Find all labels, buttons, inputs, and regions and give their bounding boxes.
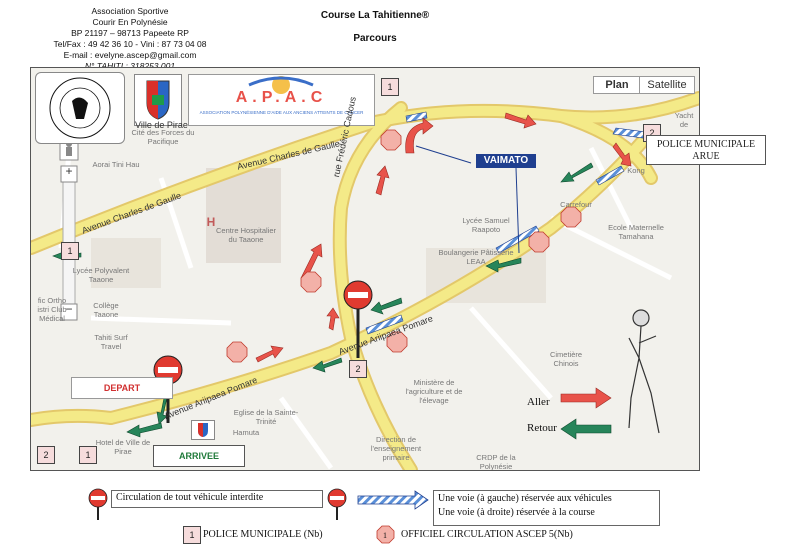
- officiel-octagon: [560, 206, 582, 228]
- place-label: fic Ortho istri Club Médical: [37, 296, 67, 323]
- officiel-octagon: [300, 271, 322, 293]
- page-title: Course La Tahitienne®: [320, 10, 430, 21]
- place-label: Ecole Maternelle Tamahana: [608, 223, 664, 241]
- place-label: Cité des Forces du Pacifique: [131, 128, 195, 146]
- page-subtitle: Parcours: [353, 33, 397, 44]
- green-arrow: [485, 257, 522, 273]
- curved-red-arrow: [405, 117, 434, 154]
- assoc-line: E-mail : evelyne.ascep@gmail.com: [63, 50, 197, 60]
- place-label: Lycée Polyvalent Taaone: [72, 266, 130, 284]
- place-label: Lycée Samuel Raapoto: [462, 216, 510, 234]
- vaimato-pointers: [415, 145, 520, 254]
- police-arue-label: POLICE MUNICIPALE ARUE: [656, 139, 756, 162]
- place-label: Kong: [627, 166, 645, 175]
- green-arrow: [560, 162, 594, 183]
- pirae-mini-shield-icon: [198, 423, 208, 437]
- place-label: Direction de l'enseignement primaire: [370, 435, 422, 462]
- red-arrow: [375, 165, 390, 196]
- place-label: Tahiti Surf Travel: [94, 333, 128, 351]
- pirae-label: Ville de Pirae: [135, 120, 188, 130]
- legend-police: POLICE MUNICIPALE (Nb): [203, 529, 323, 540]
- place-label: Boulangerie Pâtisserie LEAA: [438, 248, 514, 266]
- no-entry-legend-icon: [327, 488, 347, 520]
- green-arrow: [370, 297, 403, 315]
- police-badge: 1: [381, 78, 399, 96]
- place-label: Carrefour: [560, 200, 592, 209]
- place-label: Aorai Tini Hau: [92, 160, 140, 169]
- place-label: CRDP de la Polynésie française: [476, 453, 516, 471]
- aller-label: Aller: [527, 396, 550, 408]
- reserved-lanes: [365, 111, 647, 335]
- assoc-line: BP 21197 – 98713 Papeete RP: [71, 28, 189, 38]
- apac-caption: ASSOCIATION POLYNÉSIENNE D'AIDE AUX ANCI…: [199, 110, 364, 115]
- vaimato-label: VAIMATO: [476, 154, 536, 168]
- place-label: Hotel de Ville de Pirae: [95, 438, 151, 456]
- block: [91, 238, 161, 288]
- legend-police-badge: 1: [183, 526, 201, 544]
- zoom-in-button[interactable]: +: [65, 164, 73, 178]
- association-header: Association Sportive Courir En Polynésie…: [40, 6, 220, 72]
- police-badge: 2: [349, 360, 367, 378]
- assoc-line: Tel/Fax : 49 42 36 10 - Vini : 87 73 04 …: [53, 39, 207, 49]
- ascep-logo: [35, 72, 125, 144]
- aller-arrows: [255, 112, 632, 363]
- retour-label: Retour: [527, 422, 557, 434]
- apac-sun-icon: [248, 76, 314, 94]
- apac-title: A.P.A.C: [235, 89, 328, 106]
- green-arrow: [312, 357, 343, 373]
- red-arrow: [504, 112, 537, 129]
- arrivee-label: ARRIVEE: [153, 445, 245, 467]
- officiel-octagon: [226, 341, 248, 363]
- reserved-lane-legend-icon: [357, 490, 429, 510]
- legend-no-entry: Circulation de tout véhicule interdite: [116, 492, 264, 503]
- green-arrow: [126, 422, 163, 438]
- legend-officiel: OFFICIEL CIRCULATION ASCEP 5(Nb): [401, 529, 573, 540]
- pirae-mini-logo: [191, 420, 215, 440]
- assoc-line: Courir En Polynésie: [92, 17, 168, 27]
- police-badge: 1: [79, 446, 97, 464]
- red-arrow: [255, 345, 284, 363]
- pirae-shield-icon: [146, 80, 170, 120]
- officiel-octagon: [528, 231, 550, 253]
- police-arue-box: POLICE MUNICIPALE ARUE: [646, 135, 766, 165]
- place-label: Yacht de: [674, 111, 694, 129]
- place-label: Ministère de l'agriculture et de l'éleva…: [405, 378, 463, 405]
- place-label: Eglise de la Sainte-Trinité: [233, 408, 299, 426]
- runner-illustration: [628, 309, 660, 434]
- place-label: Cimetière Chinois: [549, 350, 583, 368]
- legend-lane-line2: Une voie (à droite) réservée à la course: [438, 507, 595, 518]
- retour-legend-arrow: [560, 418, 612, 440]
- place-label: Collège Taaone: [93, 301, 119, 319]
- place-label: Hamuta: [232, 428, 260, 437]
- ascep-logo-art: [49, 77, 111, 139]
- assoc-line: N° TAHITI : 318253.001: [84, 61, 176, 71]
- map-type-satellite[interactable]: Satellite: [639, 76, 695, 94]
- zoom-out-button[interactable]: −: [65, 302, 73, 316]
- legend-officiel-badge: 1: [383, 531, 387, 540]
- apac-logo: A.P.A.C ASSOCIATION POLYNÉSIENNE D'AIDE …: [188, 74, 375, 126]
- no-entry-sign: [343, 280, 373, 358]
- no-entry-legend-icon: [88, 488, 108, 520]
- red-arrow: [326, 307, 340, 331]
- no-entry-legend-box: [111, 490, 323, 508]
- red-arrow: [612, 142, 632, 167]
- aller-legend-arrow: [560, 387, 612, 409]
- legend-lane-line1: Une voie (à gauche) réservée aux véhicul…: [438, 493, 612, 504]
- map-canvas: [31, 91, 699, 470]
- lane-legend-box: [433, 490, 660, 526]
- assoc-line: Association Sportive: [91, 6, 169, 16]
- map-type-plan[interactable]: Plan: [593, 76, 641, 94]
- depart-label: DEPART: [71, 377, 173, 399]
- hospital-block: [206, 168, 281, 263]
- officiel-octagon: [386, 331, 408, 353]
- route-map[interactable]: + − Plan Satellite Ville de Pirae A.P.A.…: [30, 67, 700, 471]
- pirae-logo: [134, 74, 182, 126]
- officiel-octagon: [380, 129, 402, 151]
- police-badge: 1: [61, 242, 79, 260]
- police-badge: 2: [37, 446, 55, 464]
- place-label: Centre Hospitalier du Taaone: [215, 226, 277, 244]
- hospital-h-icon: H: [206, 215, 216, 229]
